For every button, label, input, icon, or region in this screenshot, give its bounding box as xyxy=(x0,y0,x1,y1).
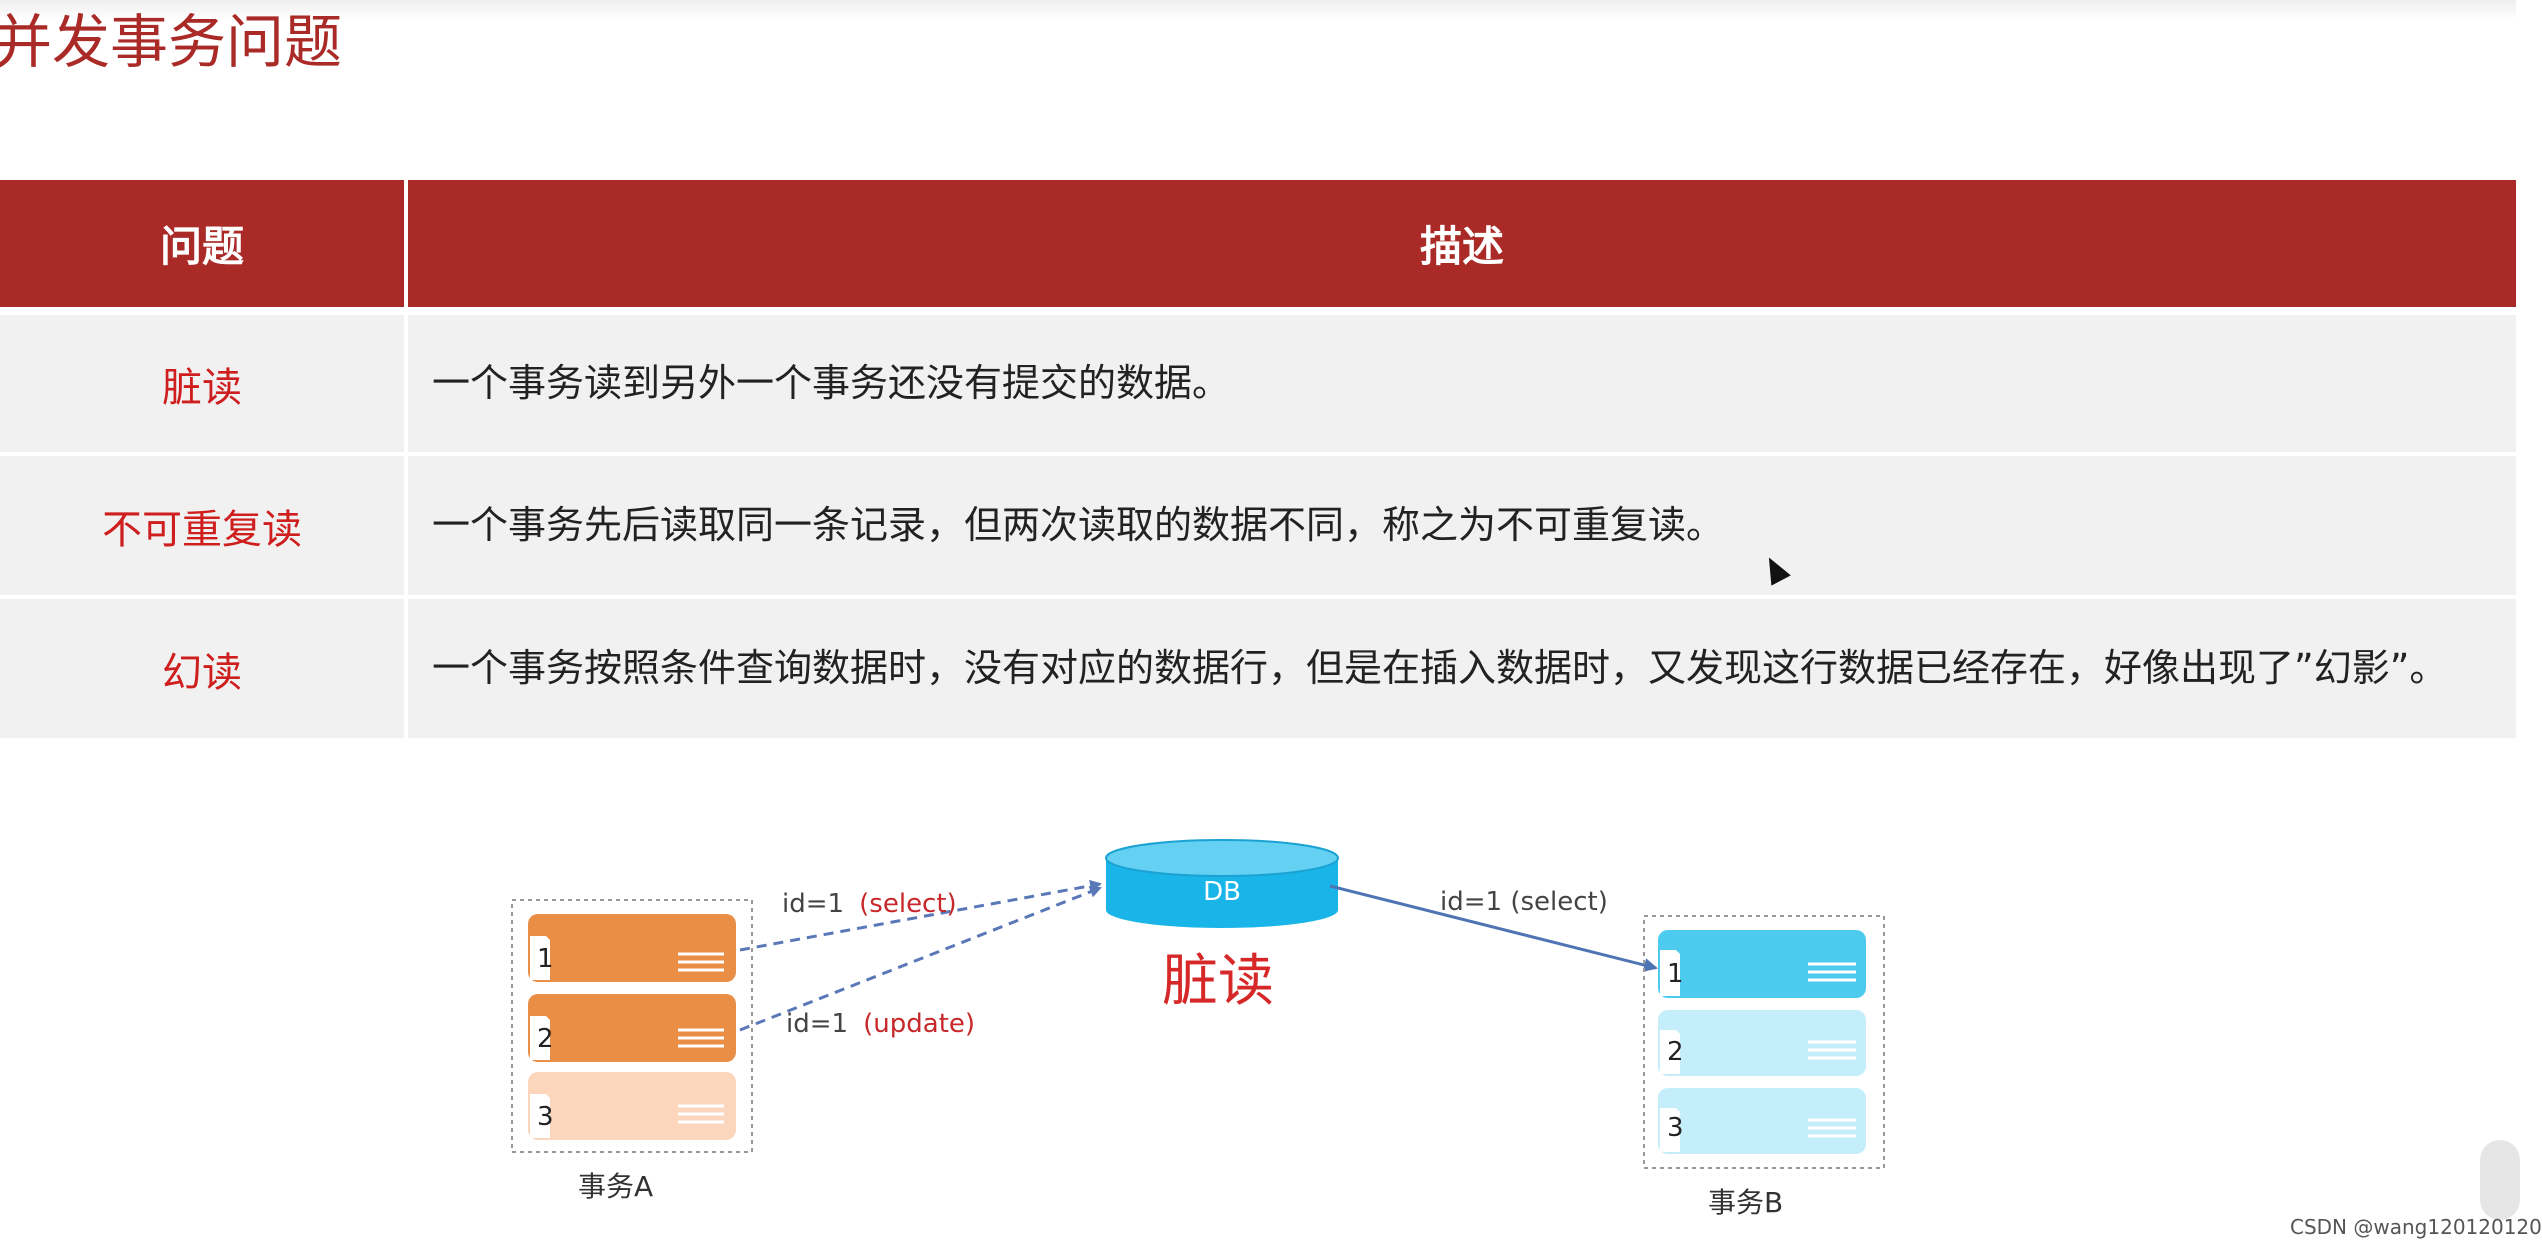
description-cell: 一个事务按照条件查询数据时，没有对应的数据行，但是在插入数据时，又发现这行数据已… xyxy=(406,597,2516,742)
top-bar xyxy=(0,0,2516,20)
transaction-a-frame xyxy=(511,899,753,1153)
dirty-read-label: 脏读 xyxy=(1162,949,1274,1014)
table-header-row: 问题 描述 xyxy=(0,180,2516,315)
row-number: 3 xyxy=(537,1102,554,1132)
transaction-a-row-1: 1 xyxy=(528,914,736,982)
row-number: 1 xyxy=(537,944,554,974)
table-row: 幻读 一个事务按照条件查询数据时，没有对应的数据行，但是在插入数据时，又发现这行… xyxy=(0,597,2516,742)
header-description: 描述 xyxy=(406,180,2516,315)
table-row: 脏读 一个事务读到另外一个事务还没有提交的数据。 xyxy=(0,311,2516,456)
issue-cell: 脏读 xyxy=(0,311,408,456)
row-number: 1 xyxy=(1667,959,1684,989)
label-a-update: id=1 (update) xyxy=(786,1009,975,1039)
transaction-a: 1 2 3 xyxy=(511,899,753,1203)
database-cylinder-icon: DB xyxy=(1105,839,1339,928)
transaction-b: 1 2 3 xyxy=(1643,915,1885,1219)
list-lines-icon xyxy=(678,1028,724,1048)
transaction-b-frame xyxy=(1643,915,1885,1169)
transaction-b-caption: 事务B xyxy=(1708,1186,1783,1219)
transaction-a-row-2: 2 xyxy=(528,994,736,1062)
page-title: 并发事务问题 xyxy=(0,8,343,76)
arrow-a-select xyxy=(739,879,1102,952)
label-b-select: id=1 (select) xyxy=(1440,887,1608,917)
arrow-a-update xyxy=(739,886,1102,1032)
watermark: CSDN @wang120120120 xyxy=(2290,1215,2542,1239)
transaction-a-row-3: 3 xyxy=(528,1072,736,1140)
row-number: 3 xyxy=(1667,1113,1684,1143)
list-lines-icon xyxy=(1808,1040,1856,1060)
list-lines-icon xyxy=(678,1104,724,1124)
row-number: 2 xyxy=(537,1024,554,1054)
scroll-handle[interactable] xyxy=(2480,1140,2520,1220)
table-row: 不可重复读 一个事务先后读取同一条记录，但两次读取的数据不同，称之为不可重复读。 xyxy=(0,454,2516,599)
transaction-b-row-2: 2 xyxy=(1658,1010,1866,1076)
transaction-a-caption: 事务A xyxy=(578,1170,653,1203)
concurrency-issues-table: 问题 描述 脏读 一个事务读到另外一个事务还没有提交的数据。 不可重复读 一个事… xyxy=(0,180,2516,742)
issue-cell: 幻读 xyxy=(0,597,408,742)
transaction-b-row-1: 1 xyxy=(1658,930,1866,998)
header-issue: 问题 xyxy=(0,180,408,315)
list-lines-icon xyxy=(1808,962,1856,982)
description-cell: 一个事务读到另外一个事务还没有提交的数据。 xyxy=(406,311,2516,456)
db-label: DB xyxy=(1203,877,1241,907)
list-lines-icon xyxy=(678,952,724,972)
issue-cell: 不可重复读 xyxy=(0,454,408,599)
transaction-b-row-3: 3 xyxy=(1658,1088,1866,1154)
list-lines-icon xyxy=(1808,1118,1856,1138)
description-cell: 一个事务先后读取同一条记录，但两次读取的数据不同，称之为不可重复读。 xyxy=(406,454,2516,599)
label-a-select: id=1 (select) xyxy=(782,889,957,919)
row-number: 2 xyxy=(1667,1037,1684,1067)
arrow-b-select xyxy=(1329,884,1658,972)
